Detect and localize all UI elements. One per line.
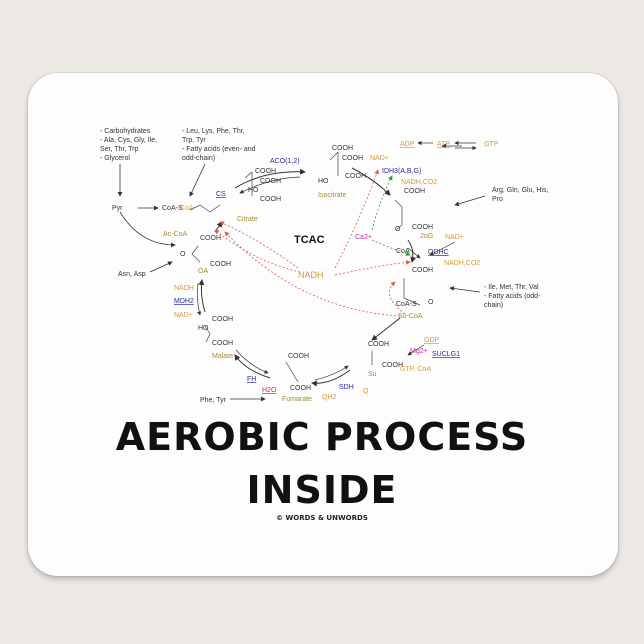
enzyme-cs: CS [216,191,226,198]
structure-fragments: COOH COOH HO COOH COOH COOH HO COOH COOH… [180,145,434,392]
svg-text:Arg, Gln, Glu, His,: Arg, Gln, Glu, His, [492,187,548,194]
svg-text:COOH: COOH [200,235,221,242]
metabolite-2og: 2oG [420,233,433,240]
svg-text:COOH: COOH [288,353,309,360]
svg-text:COOH: COOH [345,173,366,180]
cofactor-qh2: QH2 [322,394,337,401]
input-amino-acids-ketogenic: - Leu, Lys, Phe, Thr, Trp, Tyr - Fatty a… [182,128,256,162]
svg-text:O: O [428,299,434,306]
metabolite-fumarate: Fumarate [282,396,312,403]
svg-text:COOH: COOH [210,261,231,268]
cofactor-nadh-mdh: NADH [174,285,194,292]
svg-text:chain): chain) [484,302,503,309]
cofactor-gdp: GDP [424,337,440,344]
cofactor-gtp: GTP [484,141,499,148]
input-phe-tyr: Phe, Tyr [200,397,227,404]
enzyme-aco: ACO(1,2) [270,158,300,165]
svg-text:- Glycerol: - Glycerol [100,155,130,162]
svg-text:O: O [395,226,401,233]
structure-coa-s: CoA-S [162,205,183,212]
enzyme-suclg: SUCLG1 [432,351,460,358]
headline-line-1: AEROBIC PROCESS [115,415,529,459]
metabolite-malate: Malate [212,353,233,360]
headline-line-2: INSIDE [246,468,398,512]
svg-text:COOH: COOH [368,341,389,348]
metabolite-oaa: OA [198,268,208,275]
cofactor-magnesium: Mg2+ [410,348,428,355]
cofactor-nad-plus-mdh: NAD+ [174,312,193,319]
svg-text:HO: HO [198,325,209,332]
svg-text:CoA-S: CoA-S [396,301,417,308]
svg-text:COOH: COOH [404,188,425,195]
svg-text:- Carbohydrates: - Carbohydrates [100,128,151,135]
svg-text:COOH: COOH [212,340,233,347]
svg-text:COOH: COOH [332,145,353,152]
input-asn-asp: Asn, Asp [118,271,146,278]
cofactor-nadh-co2-2: NADH,CO2 [444,260,480,267]
metabolite-succinate: Su [368,371,377,378]
svg-text:- Ile, Met, Thr, Val: - Ile, Met, Thr, Val [484,284,539,291]
enzyme-fh: FH [247,376,256,383]
cofactor-nadh-center: NADH [298,270,324,280]
cofactor-nad-plus-2: NAD+ [445,234,464,241]
svg-text:O: O [180,251,186,258]
copyright-notice: © WORDS & UNWORDS [276,514,368,522]
svg-text:COOH: COOH [260,196,281,203]
svg-text:Trp, Tyr: Trp, Tyr [182,137,206,144]
metabolite-citrate: Citrate [237,216,258,223]
cofactor-nad-plus-1: NAD+ [370,155,389,162]
cofactor-adp: ADP [400,141,415,148]
svg-text:HO: HO [248,187,259,194]
enzyme-odhc: ODHC [428,249,449,256]
metabolite-succinyl-coa: Su-CoA [398,313,423,320]
svg-text:Ser, Thr, Trp: Ser, Thr, Trp [100,146,138,153]
metabolite-isocitrate: Isocitrate [318,192,347,199]
svg-text:- Leu, Lys, Phe, Thr,: - Leu, Lys, Phe, Thr, [182,128,245,135]
svg-text:- Ala, Cys, Gly, Ile,: - Ala, Cys, Gly, Ile, [100,137,157,144]
svg-text:COOH: COOH [412,267,433,274]
enzyme-mdh: MDH2 [174,298,194,305]
svg-text:Pro: Pro [492,196,503,203]
svg-text:COOH: COOH [382,362,403,369]
svg-text:COOH: COOH [290,385,311,392]
svg-text:- Fatty acids (even- and: - Fatty acids (even- and [182,146,256,153]
svg-text:- Fatty acids (odd-: - Fatty acids (odd- [484,293,541,300]
metabolite-pyruvate: Pyr [112,205,123,212]
cofactor-calcium: Ca2+ [355,234,372,241]
cofactor-gtp-coa: GTP, CoA [400,366,431,373]
svg-text:COOH: COOH [342,155,363,162]
mousepad [28,73,618,576]
cofactor-coa-2: CoA [396,248,410,255]
cofactor-atp: ATP [437,141,450,148]
cofactor-coa: CoA [180,205,194,212]
metabolite-acetyl-coa: Ac-CoA [163,231,187,238]
enzyme-sdh: SDH [339,384,354,391]
cofactor-water: H2O [262,387,277,394]
svg-text:COOH: COOH [212,316,233,323]
cofactor-nadh-co2-1: NADH,CO2 [401,179,437,186]
svg-text:COOH: COOH [255,168,276,175]
enzyme-idh: IDH3(A,B,G) [382,168,421,175]
cofactor-q: Q [363,388,369,395]
svg-text:odd-chain): odd-chain) [182,155,215,162]
cycle-center-label: TCAC [294,234,325,246]
svg-text:COOH: COOH [412,224,433,231]
svg-text:HO: HO [318,178,329,185]
input-amino-acids-2og: Arg, Gln, Glu, His, Pro [492,187,548,203]
input-carbohydrates: - Carbohydrates - Ala, Cys, Gly, Ile, Se… [100,128,157,162]
input-amino-acids-succoa: - Ile, Met, Thr, Val - Fatty acids (odd-… [484,284,541,309]
